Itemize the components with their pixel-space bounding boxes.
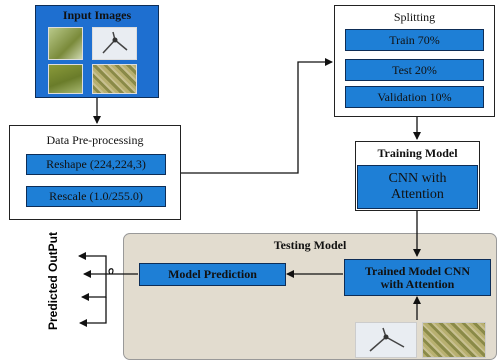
testing-panel: Testing Model Model Prediction Trained M… [123,233,497,360]
train-split: Train 70% [345,29,484,51]
test-sample-leaf-image [422,322,486,358]
model-prediction-box: Model Prediction [139,263,286,286]
textured-leaf-image [92,64,137,94]
preprocessing-panel: Data Pre-processing Reshape (224,224,3) … [9,125,181,220]
input-images-title: Input Images [62,8,132,22]
input-images-panel: Input Images [35,5,159,98]
testing-title: Testing Model [273,238,347,252]
cnn-attention-model: CNN with Attention [357,165,478,209]
leaf-bottom-left-image [48,64,83,94]
splitting-title: Splitting [393,10,436,24]
test-split: Test 20% [345,59,484,81]
test-sample-plant-image [355,322,417,358]
plant-sample-image [92,27,137,60]
trained-model-box: Trained Model CNN with Attention [344,259,491,296]
rescale-step: Rescale (1.0/255.0) [26,186,166,207]
splitting-panel: Splitting Train 70% Test 20% Validation … [334,5,495,117]
preprocessing-title: Data Pre-processing [46,133,144,147]
leaf-top-left-image [48,27,83,60]
reshape-step: Reshape (224,224,3) [26,154,166,175]
validation-split: Validation 10% [345,86,484,108]
training-panel: Training Model CNN with Attention [355,141,480,211]
training-title: Training Model [377,146,458,160]
